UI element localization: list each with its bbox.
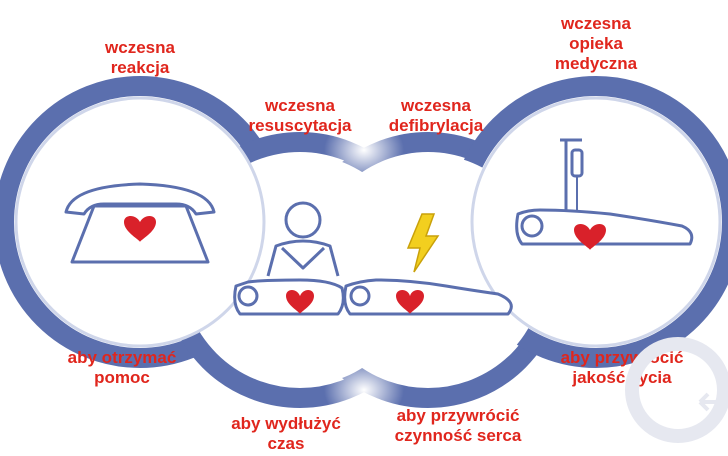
link-glow-bottom: [324, 358, 404, 422]
telephone-icon: [66, 184, 214, 262]
watermark-logo-icon: [608, 330, 728, 450]
